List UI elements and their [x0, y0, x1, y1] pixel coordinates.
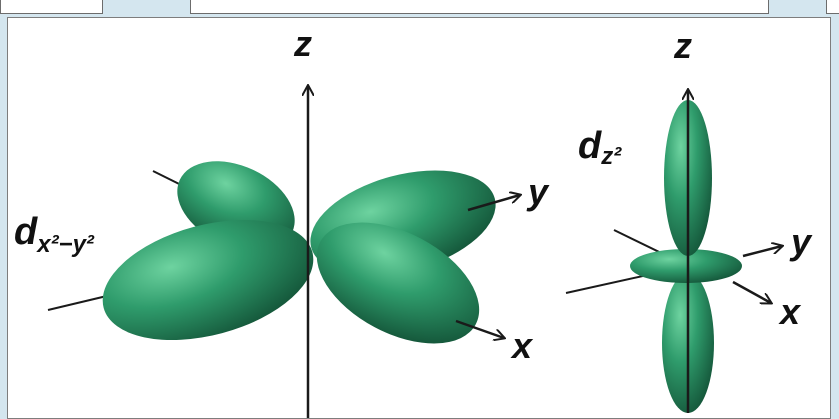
z-label-left: z	[293, 23, 312, 64]
orbital-label-left: dx²−y²	[14, 211, 95, 258]
x-label-right: x	[778, 291, 802, 332]
top-frame-right	[826, 0, 839, 14]
y-axis-front-left	[467, 195, 520, 212]
orbital-label-right: dz²	[578, 125, 622, 170]
x-axis-front-right	[732, 280, 771, 303]
top-frame-left	[0, 0, 103, 14]
lobe-lower-left	[102, 219, 314, 341]
torus-ring	[630, 249, 742, 283]
orbital-label-left-d: d	[14, 211, 38, 253]
orbital-diagram: z y x dx²−y² z y x dz²	[14, 23, 813, 418]
x-label-left: x	[510, 325, 534, 366]
dx2-y2-orbital	[47, 86, 520, 418]
orbital-label-right-subscript: z²	[600, 143, 622, 170]
z-label-right: z	[673, 25, 692, 66]
dz2-orbital	[565, 90, 782, 413]
lobe-lower-right	[316, 222, 480, 344]
y-axis-front-right	[742, 246, 782, 258]
x-axis-front-left	[455, 319, 504, 338]
top-frame-middle	[190, 0, 769, 14]
y-label-right: y	[789, 221, 813, 262]
y-label-left: y	[526, 171, 550, 212]
orbital-label-left-subscript: x²−y²	[35, 231, 95, 258]
diagram-panel: z y x dx²−y² z y x dz²	[7, 17, 831, 419]
orbital-label-right-d: d	[578, 125, 602, 167]
